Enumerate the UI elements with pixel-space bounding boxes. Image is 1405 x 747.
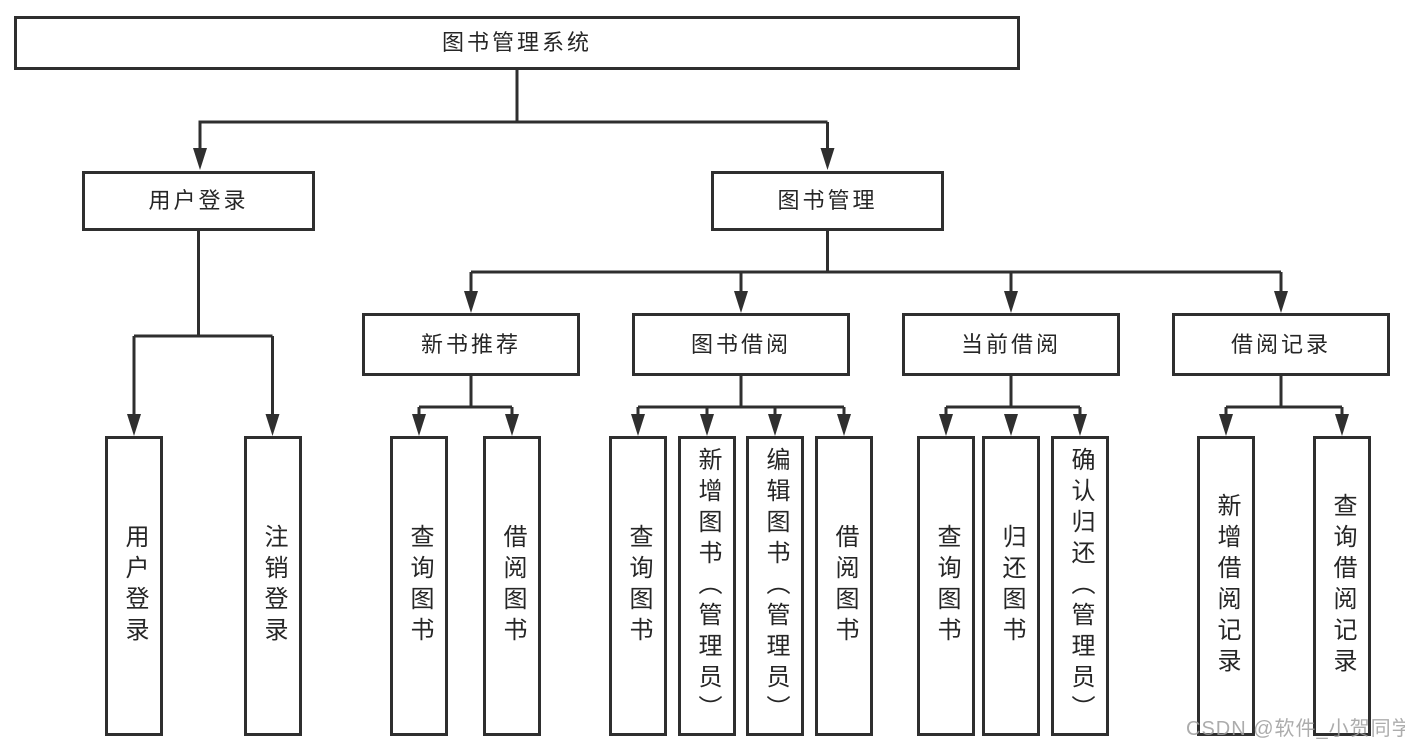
node-label: 查询图书 [933, 524, 960, 648]
node-query-books: 查询图书 [917, 436, 975, 736]
node-borrowing-records: 借阅记录 [1172, 313, 1390, 376]
node-label: 图书管理 [777, 188, 878, 213]
node-borrow-books: 借阅图书 [483, 436, 541, 736]
node-label: 当前借阅 [960, 331, 1061, 357]
node-label: 图书管理系统 [441, 30, 592, 55]
node-label: 借阅图书 [831, 524, 858, 648]
arrowheads [127, 148, 1349, 436]
node-label: 新增借阅记录 [1213, 493, 1240, 679]
node-return-books: 归还图书 [982, 436, 1040, 736]
node-label: 用户登录 [121, 524, 148, 648]
node-label: 确认归还（管理员） [1067, 446, 1094, 726]
node-label: 注销登录 [260, 524, 287, 648]
node-user-login: 用户登录 [82, 171, 315, 231]
node-query-borrow-record: 查询借阅记录 [1313, 436, 1371, 736]
node-label: 编辑图书（管理员） [762, 446, 789, 726]
node-label: 查询图书 [625, 524, 652, 648]
node-label: 归还图书 [998, 524, 1025, 648]
node-label: 新增图书（管理员） [694, 446, 721, 726]
node-label: 查询借阅记录 [1329, 493, 1356, 679]
node-add-borrow-record: 新增借阅记录 [1197, 436, 1255, 736]
node-current-borrowing: 当前借阅 [902, 313, 1120, 376]
node-borrow-books: 借阅图书 [815, 436, 873, 736]
node-library-management-system: 图书管理系统 [14, 16, 1020, 70]
node-new-book-recommendation: 新书推荐 [362, 313, 580, 376]
node-book-borrowing: 图书借阅 [632, 313, 850, 376]
node-label: 查询图书 [406, 524, 433, 648]
node-query-books: 查询图书 [609, 436, 667, 736]
node-label: 借阅图书 [499, 524, 526, 648]
node-edit-book-admin: 编辑图书（管理员） [746, 436, 804, 736]
tree-connector-lines [132, 70, 1344, 418]
node-logout-login: 注销登录 [244, 436, 302, 736]
node-query-books: 查询图书 [390, 436, 448, 736]
node-label: 借阅记录 [1230, 331, 1331, 357]
node-user-login-leaf: 用户登录 [105, 436, 163, 736]
node-label: 图书借阅 [690, 331, 791, 357]
node-book-management: 图书管理 [711, 171, 944, 231]
node-add-book-admin: 新增图书（管理员） [678, 436, 736, 736]
node-label: 新书推荐 [420, 331, 521, 357]
node-label: 用户登录 [148, 188, 249, 213]
node-confirm-return-admin: 确认归还（管理员） [1051, 436, 1109, 736]
csdn-watermark: CSDN @软件_小贺同学 [1186, 718, 1405, 740]
